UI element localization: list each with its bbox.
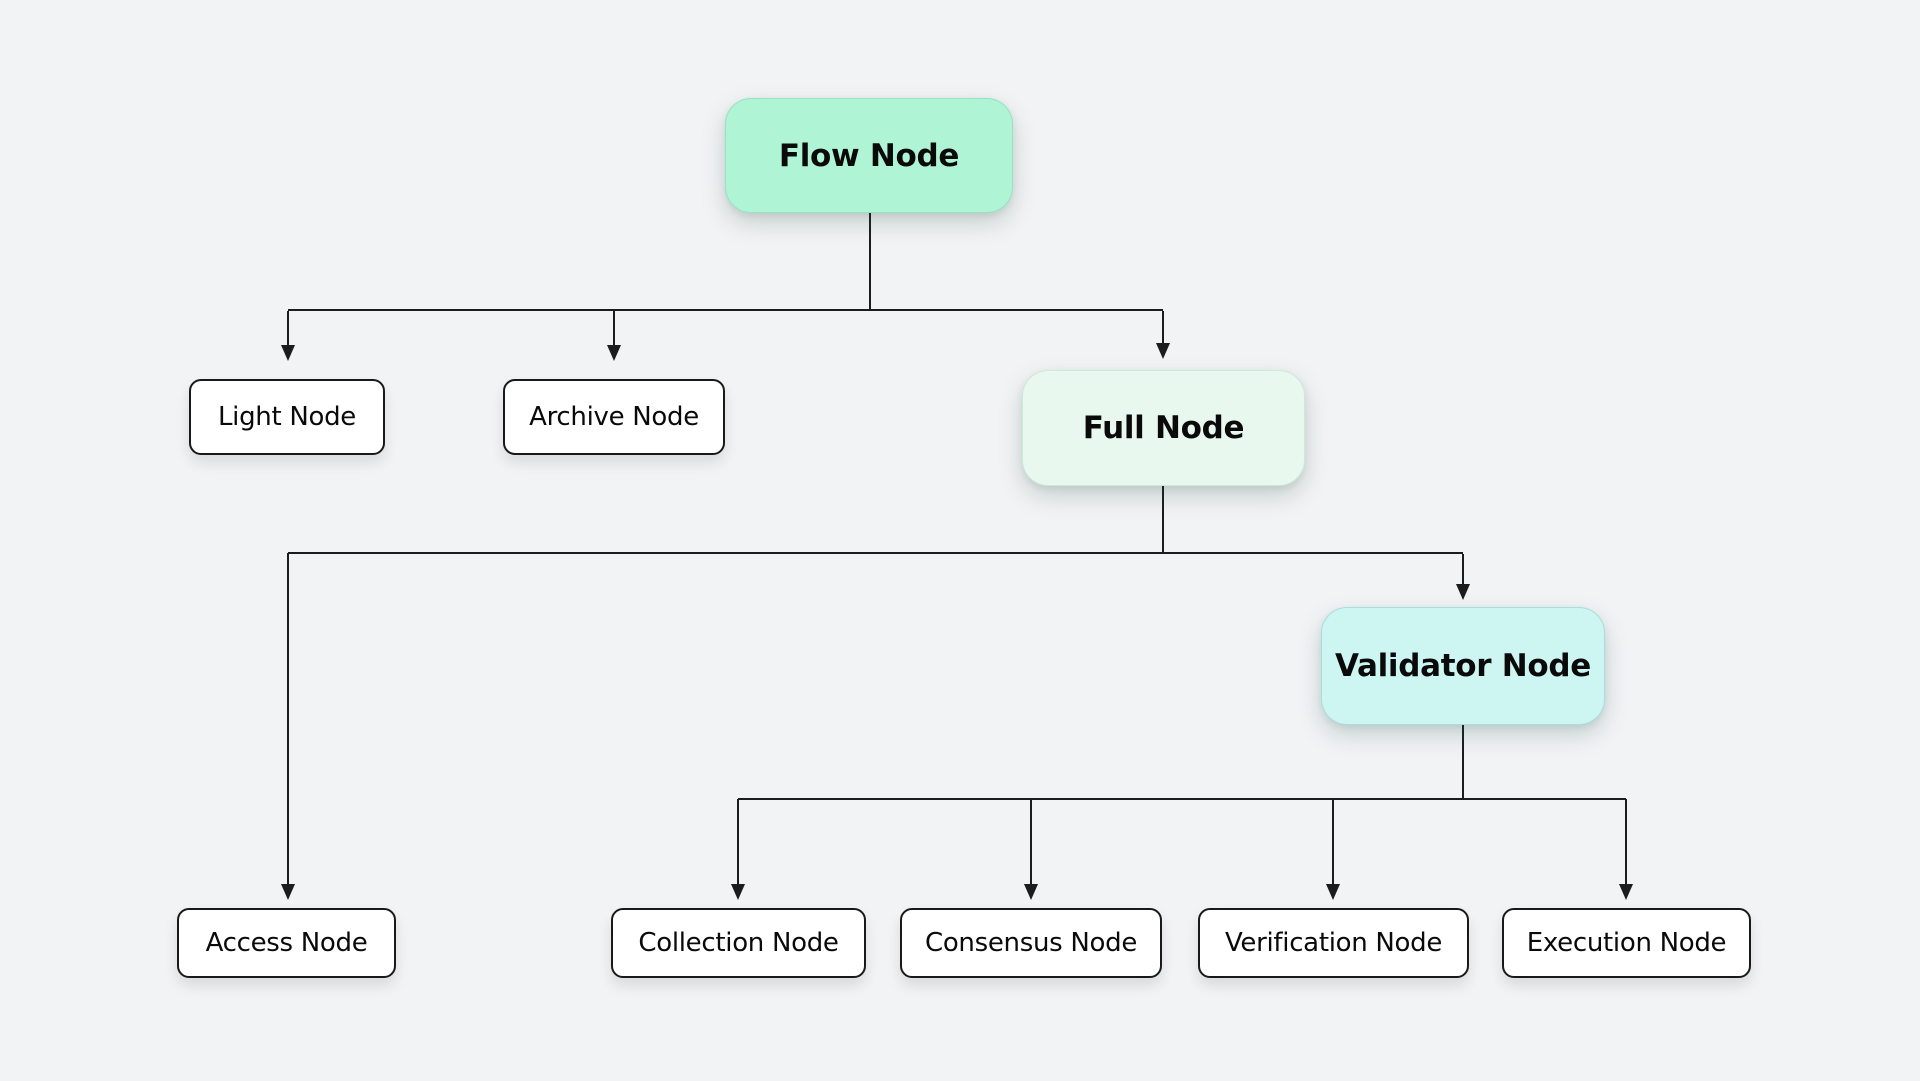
node-archive-label: Archive Node	[529, 402, 699, 432]
node-full: Full Node	[1022, 370, 1305, 486]
node-validator-label: Validator Node	[1334, 648, 1592, 684]
node-flow-label: Flow Node	[778, 137, 960, 174]
node-consensus-label: Consensus Node	[924, 928, 1138, 958]
node-verification: Verification Node	[1198, 908, 1469, 978]
node-light: Light Node	[189, 379, 385, 455]
node-verification-label: Verification Node	[1224, 928, 1443, 958]
node-execution: Execution Node	[1502, 908, 1751, 978]
node-archive: Archive Node	[503, 379, 725, 455]
node-access-label: Access Node	[205, 928, 368, 958]
node-consensus: Consensus Node	[900, 908, 1162, 978]
node-collection-label: Collection Node	[638, 928, 839, 958]
node-access: Access Node	[177, 908, 396, 978]
node-flow: Flow Node	[725, 98, 1013, 213]
node-full-label: Full Node	[1082, 410, 1245, 446]
node-execution-label: Execution Node	[1526, 928, 1727, 958]
node-validator: Validator Node	[1321, 607, 1605, 725]
node-light-label: Light Node	[217, 402, 356, 432]
node-collection: Collection Node	[611, 908, 866, 978]
